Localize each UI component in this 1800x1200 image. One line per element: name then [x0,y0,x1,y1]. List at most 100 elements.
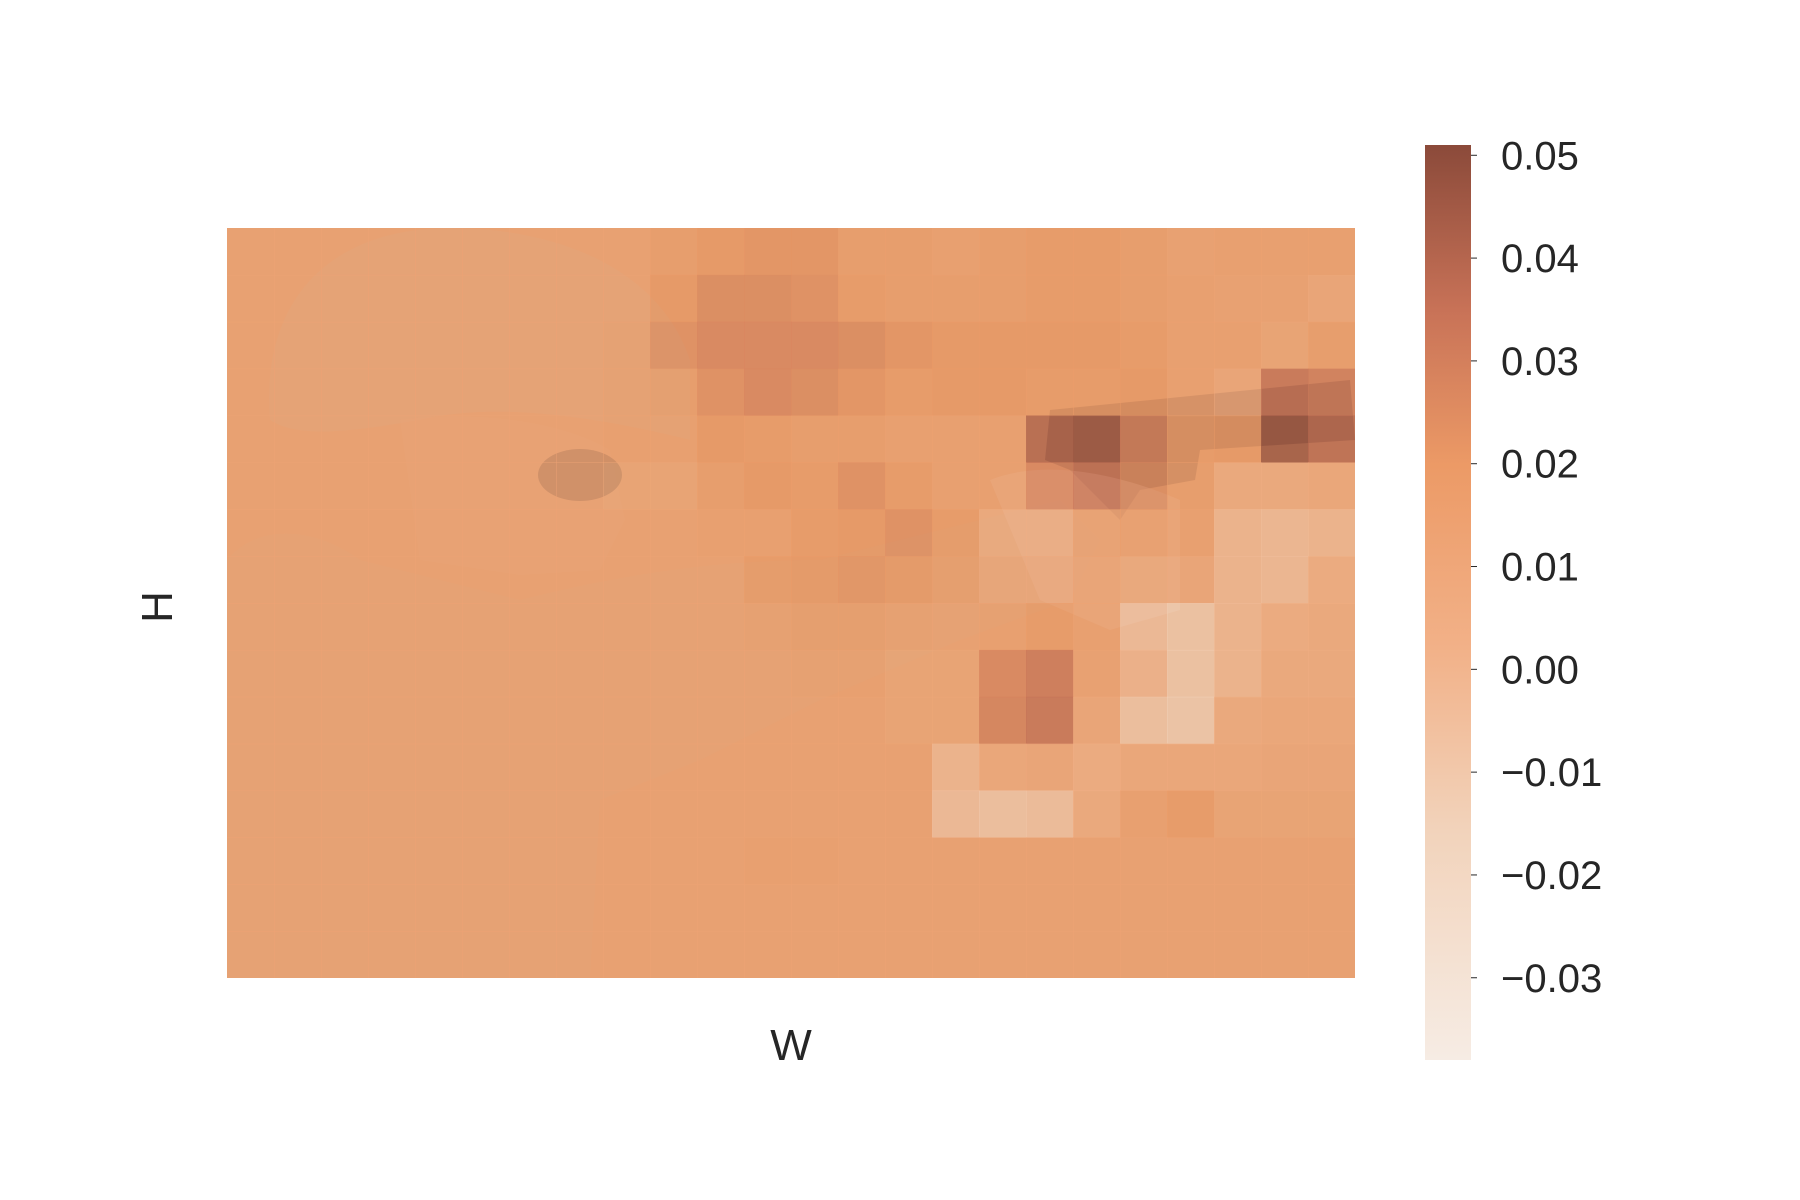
heatmap-cell [885,415,933,463]
colorbar-tick-label: 0.00 [1501,648,1579,692]
heatmap-cell [932,415,980,463]
heatmap-cell [838,790,886,838]
heatmap-cell [697,509,745,557]
heatmap-cell [697,931,745,978]
heatmap-cell [462,743,510,792]
colorbar-tick-label: 0.05 [1501,134,1579,178]
heatmap-cell [697,743,745,792]
heatmap-cell [697,462,745,510]
heatmap-cell [979,274,1027,323]
heatmap-cell [885,649,933,698]
heatmap-cell [1167,884,1215,932]
heatmap-cell [462,931,510,978]
heatmap-cell [509,931,557,978]
heatmap-cell [415,509,463,557]
heatmap-cell [838,556,886,604]
heatmap-cell [1120,696,1168,745]
heatmap-cell [462,790,510,838]
heatmap-cell [791,556,839,604]
heatmap-cell [368,603,416,651]
heatmap-cell [1261,274,1309,323]
heatmap-cell [885,790,933,838]
heatmap-cell [1261,321,1309,370]
heatmap-cell [321,274,369,323]
heatmap-cell [650,321,698,370]
heatmap-cell [932,884,980,932]
heatmap-cell [1073,321,1121,370]
heatmap-cell [1214,556,1262,604]
heatmap-cell [509,415,557,463]
heatmap-cell [321,884,369,932]
heatmap-cell [274,837,322,885]
heatmap-cell [368,884,416,932]
heatmap-cell [1120,790,1168,838]
heatmap-cell [1026,228,1074,276]
heatmap-cell [1120,649,1168,698]
heatmap-cell [1214,603,1262,651]
heatmap-cell [885,696,933,745]
heatmap-cell [932,790,980,838]
heatmap-cell [744,649,792,698]
heatmap-cell [1073,274,1121,323]
heatmap-cell [227,368,275,417]
colorbar-ticks: 0.050.040.030.020.010.00−0.01−0.02−0.03 [1471,134,1602,1001]
heatmap-cell [1073,509,1121,557]
heatmap-cell [415,321,463,370]
heatmap-cell [979,696,1027,745]
heatmap-cell [1214,790,1262,838]
colorbar: 0.050.040.030.020.010.00−0.01−0.02−0.03 [1425,134,1602,1060]
heatmap-cell [838,884,886,932]
heatmap-cell [462,837,510,885]
heatmap-cell [603,603,651,651]
heatmap-cell [227,274,275,323]
heatmap-cell [1026,837,1074,885]
heatmap-cell [603,556,651,604]
heatmap-cell [1261,228,1309,276]
heatmap-cell [321,743,369,792]
heatmap-cell [650,462,698,510]
heatmap-cell [697,603,745,651]
heatmap-cell [1261,837,1309,885]
heatmap-cell [932,649,980,698]
heatmap-cell [744,790,792,838]
colorbar-tick-label: 0.03 [1501,340,1579,384]
heatmap-cell [368,509,416,557]
heatmap-cell [838,274,886,323]
heatmap-cell [1308,837,1355,885]
heatmap-cell [368,368,416,417]
heatmap-cell [1167,603,1215,651]
heatmap-cell [274,743,322,792]
heatmap-cell [415,837,463,885]
heatmap-cell [227,321,275,370]
heatmap-cell [932,837,980,885]
heatmap-cell [1167,931,1215,978]
heatmap-cell [321,931,369,978]
heatmap-cell [1026,649,1074,698]
heatmap-cell [227,837,275,885]
heatmap-cell [1308,462,1355,510]
heatmap-cell [509,228,557,276]
heatmap-cell [368,321,416,370]
heatmap-cell [1261,603,1309,651]
heatmap-cell [885,556,933,604]
heatmap-cell [1261,415,1309,463]
heatmap-cell [462,274,510,323]
heatmap-cell [556,368,604,417]
heatmap-cell [838,415,886,463]
heatmap-cell [932,274,980,323]
heatmap-cell [1120,931,1168,978]
heatmap-cell [227,462,275,510]
heatmap-cell [274,509,322,557]
heatmap-cell [932,931,980,978]
heatmap-cell [1073,556,1121,604]
heatmap-cell [368,556,416,604]
heatmap-cell [1073,884,1121,932]
heatmap-cell [1120,837,1168,885]
heatmap-cell [791,790,839,838]
heatmap-cell [368,228,416,276]
heatmap-cell [885,837,933,885]
heatmap-cell [1026,696,1074,745]
heatmap-cell [415,228,463,276]
heatmap-cell [885,509,933,557]
heatmap-cell [556,603,604,651]
